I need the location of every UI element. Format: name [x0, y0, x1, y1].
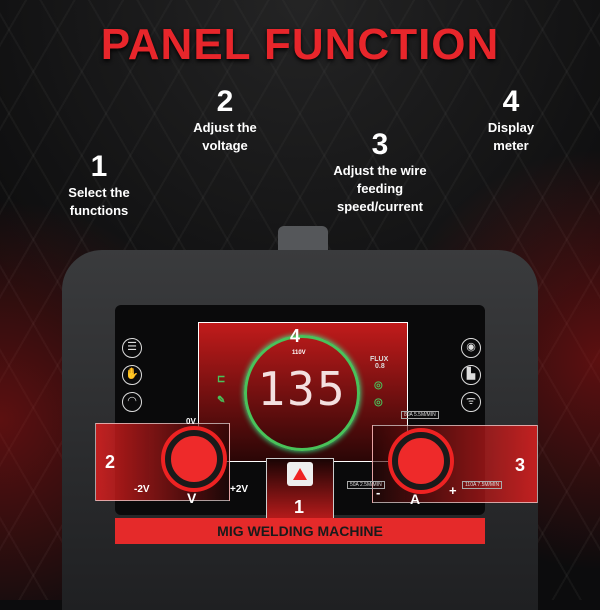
flux-label: FLUX [370, 356, 389, 363]
current-mid-label: 80A 5.5M/MIN [401, 411, 439, 419]
display-ring [244, 335, 360, 451]
mig-mode-icon: ⊏ [217, 374, 226, 385]
current-low-label: 50A 2.5M/MIN [347, 481, 385, 489]
indicator-light-icon: ◎ [374, 380, 383, 391]
mask-icon: ◉ [461, 338, 481, 358]
callout-number: 4 [502, 85, 520, 118]
badge-1: 1 [294, 497, 305, 517]
callout-text: Display meter [487, 120, 535, 153]
current-unit-label: A [410, 491, 421, 507]
current-min-label: - [376, 485, 381, 500]
helmet-icon: ◠ [122, 392, 142, 412]
voltage-max-label: +2V [230, 484, 249, 495]
function-select-button[interactable] [287, 462, 313, 486]
voltage-min-label: -2V [134, 484, 150, 495]
callout-text: Adjust the wire feeding speed/current [333, 163, 427, 214]
voltage-zero-label: 0V [186, 417, 196, 426]
machine-banner: MIG WELDING MACHINE [115, 518, 485, 544]
current-max-label: + [449, 483, 457, 498]
badge-2: 2 [105, 452, 116, 472]
badge-3: 3 [515, 455, 526, 475]
flux-mode-icon: ✎ [217, 395, 226, 406]
voltage-unit-label: V [187, 490, 197, 506]
callout-text: Select the functions [68, 185, 130, 218]
page-title: PANEL FUNCTION [100, 20, 500, 69]
boot-icon: ▙ [461, 365, 481, 385]
display-value: 135 [257, 362, 347, 416]
callout-number: 2 [216, 85, 234, 118]
read-manual-icon: ☰ [122, 338, 142, 358]
current-knob[interactable] [392, 432, 450, 490]
flux-value: 0.8 [375, 363, 385, 370]
glove-icon: ✋ [122, 365, 142, 385]
callout-text: Adjust the voltage [193, 120, 257, 153]
current-high-label: 110A 7.5M/MIN [462, 481, 503, 489]
voltage-label: 110V [292, 350, 306, 356]
callout-number: 3 [371, 128, 389, 161]
badge-4: 4 [290, 326, 301, 346]
voltage-knob[interactable] [165, 430, 223, 488]
radiation-warning-icon: ᯤ [461, 392, 481, 412]
indicator-light-icon: ◎ [374, 397, 383, 408]
callout-number: 1 [90, 150, 108, 183]
